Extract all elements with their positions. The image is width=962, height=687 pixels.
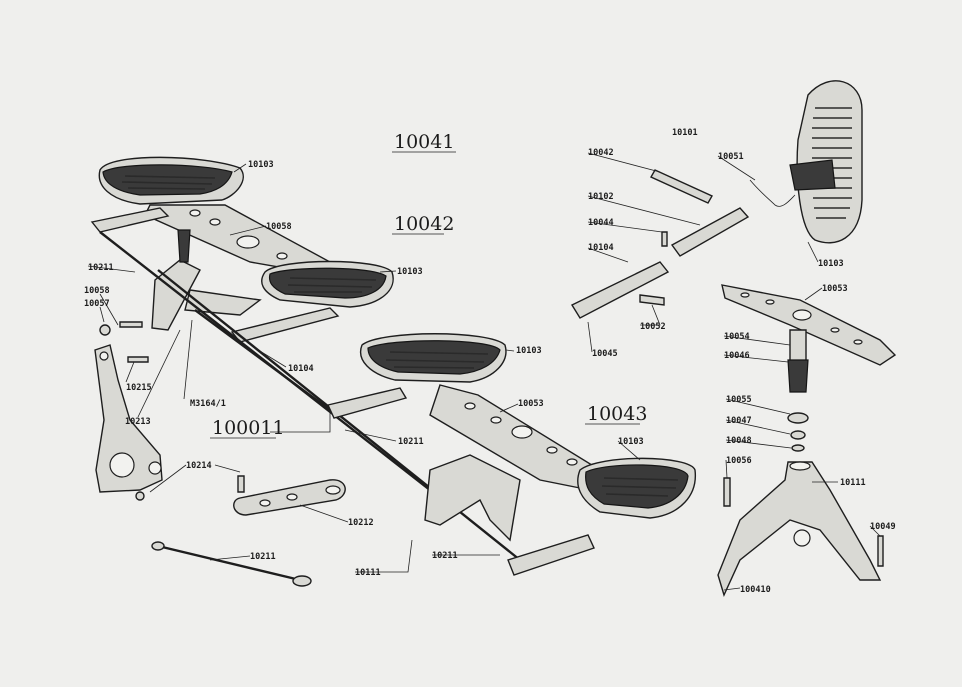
label-10211-c: 10211 bbox=[250, 552, 276, 562]
base-10111 bbox=[717, 461, 882, 597]
nut-10057 bbox=[99, 324, 111, 336]
upper-saddle-10103 bbox=[98, 156, 244, 205]
label-10111-b: 10111 bbox=[840, 478, 866, 488]
part-labels: 10041 10042 10043 100011 10103 10058 101… bbox=[84, 128, 896, 595]
center-beam-holes bbox=[464, 402, 578, 466]
left-saddle-assembly bbox=[90, 156, 394, 343]
beam-holes bbox=[189, 209, 288, 260]
left-leg bbox=[151, 259, 201, 331]
label-10044: 10044 bbox=[588, 218, 614, 228]
label-10054: 10054 bbox=[724, 332, 750, 342]
leader-lines bbox=[87, 152, 881, 591]
bar-10102 bbox=[670, 207, 750, 257]
pin-head-10214 bbox=[135, 491, 145, 501]
center-top-saddle-10103 bbox=[359, 333, 507, 383]
crossbar-top bbox=[90, 207, 170, 233]
label-10103-b: 10103 bbox=[397, 267, 423, 277]
title-10043: 10043 bbox=[587, 403, 647, 425]
center-crossbar-bottom bbox=[507, 534, 595, 576]
label-10103-c: 10103 bbox=[516, 346, 542, 356]
label-10101: 10101 bbox=[672, 128, 698, 138]
label-10053-b: 10053 bbox=[822, 284, 848, 294]
right-exploded-parts bbox=[570, 80, 897, 597]
center-saddle-assembly bbox=[327, 333, 696, 576]
bracket-10213 bbox=[94, 344, 163, 493]
label-10049: 10049 bbox=[870, 522, 896, 532]
label-10053-a: 10053 bbox=[518, 399, 544, 409]
label-10051: 10051 bbox=[718, 152, 744, 162]
label-10102: 10102 bbox=[588, 192, 614, 202]
bolt-10049 bbox=[877, 535, 884, 567]
label-10103-a: 10103 bbox=[248, 160, 274, 170]
label-M3164: M3164/1 bbox=[190, 399, 226, 409]
label-10042-s: 10042 bbox=[588, 148, 614, 158]
center-fork bbox=[177, 229, 191, 263]
label-10212: 10212 bbox=[348, 518, 374, 528]
label-10058-a: 10058 bbox=[266, 222, 292, 232]
center-legs bbox=[424, 454, 521, 542]
label-10056: 10056 bbox=[726, 456, 752, 466]
label-10047: 10047 bbox=[726, 416, 752, 426]
center-footrest-10103 bbox=[577, 457, 696, 519]
label-10057: 10057 bbox=[84, 299, 110, 309]
tube-10104 bbox=[570, 261, 670, 319]
pin-10052 bbox=[639, 294, 665, 306]
title-10041: 10041 bbox=[394, 131, 454, 153]
title-underlines bbox=[210, 151, 640, 439]
center-crossbar-top bbox=[327, 387, 408, 419]
title-10042: 10042 bbox=[394, 213, 454, 235]
shaft-10042 bbox=[650, 169, 713, 204]
lower-saddle-10103 bbox=[261, 260, 394, 308]
label-10211-d: 10211 bbox=[432, 551, 458, 561]
label-100410: 100410 bbox=[740, 585, 771, 595]
label-10211-a: 10211 bbox=[88, 263, 114, 273]
backrest-10103 bbox=[789, 80, 863, 244]
nut-10048 bbox=[791, 444, 805, 452]
label-10211-b: 10211 bbox=[398, 437, 424, 447]
label-10104-a: 10104 bbox=[288, 364, 314, 374]
left-loose-parts bbox=[94, 321, 346, 587]
label-10213: 10213 bbox=[125, 417, 151, 427]
label-10103-d: 10103 bbox=[618, 437, 644, 447]
label-10215: 10215 bbox=[126, 383, 152, 393]
spring-10051 bbox=[749, 179, 796, 207]
label-10052: 10052 bbox=[640, 322, 666, 332]
washer-10055 bbox=[787, 412, 809, 424]
label-10103-e: 10103 bbox=[818, 259, 844, 269]
label-10214: 10214 bbox=[186, 461, 212, 471]
bolt-10056 bbox=[723, 477, 731, 507]
crossbar-bottom bbox=[230, 307, 340, 343]
center-leg bbox=[184, 289, 262, 316]
label-10111-a: 10111 bbox=[355, 568, 381, 578]
tie-rod-10211 bbox=[151, 541, 312, 587]
bolt-10215 bbox=[127, 356, 149, 363]
bolt-10058 bbox=[119, 321, 143, 328]
label-10055: 10055 bbox=[726, 395, 752, 405]
label-10045: 10045 bbox=[592, 349, 618, 359]
pin-10044 bbox=[661, 231, 668, 247]
label-10046: 10046 bbox=[724, 351, 750, 361]
label-10104-b: 10104 bbox=[588, 243, 614, 253]
thread-10046 bbox=[787, 359, 809, 393]
nut-10047 bbox=[790, 430, 806, 440]
label-10058-b: 10058 bbox=[84, 286, 110, 296]
title-100011: 100011 bbox=[212, 417, 285, 439]
pin-10214 bbox=[237, 475, 245, 493]
arm-10053 bbox=[721, 284, 897, 366]
label-10048: 10048 bbox=[726, 436, 752, 446]
